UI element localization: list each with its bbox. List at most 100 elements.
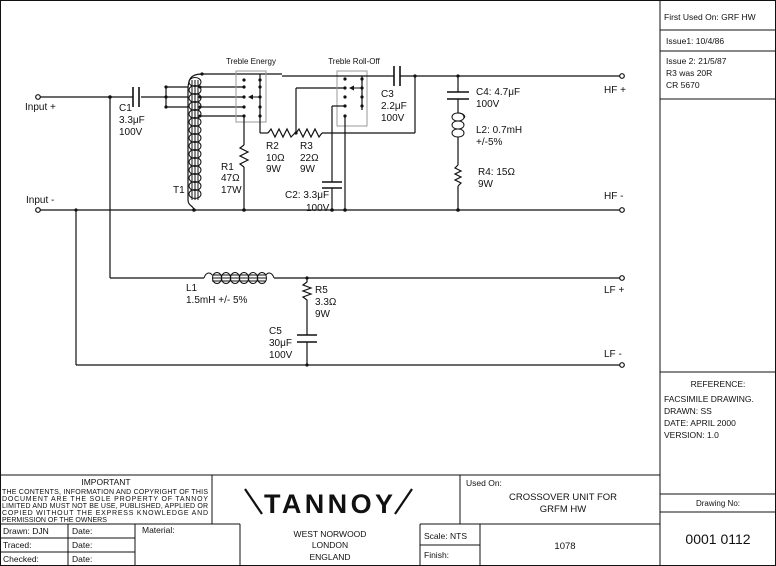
date-label: Date:: [72, 526, 92, 536]
important-line: LIMITED AND MUST NOT BE USE, PUBLISHED, …: [2, 503, 208, 510]
important-line: PERMISSION OF THE OWNERS: [2, 517, 107, 524]
c1-voltage: 100V: [119, 127, 143, 138]
c3-value: 2.2μF: [381, 101, 407, 112]
tannoy-logo: TANNOY: [244, 488, 413, 519]
tannoy-wordmark: TANNOY: [264, 489, 394, 519]
r2-value: 10Ω: [266, 153, 285, 164]
first-used-on: First Used On: GRF HW: [664, 12, 756, 22]
important-line: DOCUMENT ARE THE SOLE PROPERTY OF TANNOY: [2, 496, 208, 503]
issue-2-line-1: Issue 2: 21/5/87: [666, 56, 727, 66]
important-line: THE CONTENTS, INFORMATION AND COPYRIGHT …: [2, 489, 208, 496]
title-block: IMPORTANT THE CONTENTS, INFORMATION AND …: [0, 475, 660, 566]
reference-line: DATE: APRIL 2000: [664, 418, 736, 428]
r3-power: 9W: [300, 164, 316, 175]
r5-power: 9W: [315, 309, 331, 320]
lf-plus-terminal[interactable]: [619, 275, 625, 281]
r4-power: 9W: [478, 179, 494, 190]
c5-label: C5: [269, 326, 282, 337]
issue-2-line-3: CR 5670: [666, 80, 700, 90]
lf-minus-terminal[interactable]: [619, 362, 625, 368]
c1-value: 3.3μF: [119, 115, 145, 126]
r5-label: R5: [315, 285, 328, 296]
c2-label: C2: 3.3μF: [285, 190, 329, 201]
switch-treble-energy[interactable]: Treble Energy: [226, 57, 276, 133]
issue-1: Issue1: 10/4/86: [666, 36, 724, 46]
c2-voltage: 100V: [306, 203, 330, 214]
drawn-by: Drawn: DJN: [3, 526, 49, 536]
resistor-r1: R1 47Ω 17W: [221, 116, 250, 212]
date-label: Date:: [72, 540, 92, 550]
reference-line: VERSION: 1.0: [664, 430, 719, 440]
lf-zobel-branch: R5 3.3Ω 9W C5 30μF 100V: [269, 278, 337, 367]
c5-voltage: 100V: [269, 350, 293, 361]
r3-label: R3: [300, 141, 313, 152]
r1-power: 17W: [221, 185, 242, 196]
address-line: ENGLAND: [309, 552, 350, 562]
capacitor-c3: C3 2.2μF 100V: [381, 66, 622, 133]
lf-plus-label: LF +: [604, 285, 624, 296]
input-minus-net: Input - HF - LF -: [26, 191, 625, 368]
address-line: WEST NORWOOD: [294, 529, 367, 539]
treble-energy-label: Treble Energy: [226, 57, 276, 66]
r3-value: 22Ω: [300, 153, 319, 164]
used-on-line: CROSSOVER UNIT FOR: [509, 492, 617, 503]
l1-value: 1.5mH +/- 5%: [186, 295, 248, 306]
reference-line: DRAWN: SS: [664, 406, 712, 416]
c5-value: 30μF: [269, 338, 292, 349]
finish: Finish:: [424, 550, 449, 560]
scale: Scale: NTS: [424, 531, 467, 541]
r4-label: R4: 15Ω: [478, 167, 515, 178]
c4-voltage: 100V: [476, 99, 500, 110]
input-plus-net: Input +: [25, 94, 204, 279]
r5-value: 3.3Ω: [315, 297, 337, 308]
used-on-line: GRFM HW: [540, 504, 586, 515]
used-on-label: Used On:: [466, 478, 502, 488]
address-line: LONDON: [312, 540, 348, 550]
switch-treble-rolloff[interactable]: Treble Roll-Off: [282, 57, 390, 212]
material-label: Material:: [142, 525, 175, 535]
input-minus-terminal[interactable]: [35, 207, 41, 213]
reference-heading: REFERENCE:: [691, 379, 746, 389]
hf-minus-label: HF -: [604, 191, 623, 202]
r2-power: 9W: [266, 164, 282, 175]
issue-2-line-2: R3 was 20R: [666, 68, 712, 78]
traced-by: Traced:: [3, 540, 32, 550]
l1-label: L1: [186, 283, 198, 294]
resistors-r2-r3: R2 10Ω 9W R3 22Ω 9W: [260, 87, 415, 175]
r1-value: 47Ω: [221, 173, 240, 184]
l2-tolerance: +/-5%: [476, 137, 503, 148]
drawing-number: 0001 0112: [685, 531, 750, 547]
r2-label: R2: [266, 141, 279, 152]
l2-label: L2: 0.7mH: [476, 125, 522, 136]
input-plus-terminal[interactable]: [35, 94, 41, 100]
c3-voltage: 100V: [381, 113, 405, 124]
hf-zobel-branch: C4: 4.7μF 100V L2: 0.7mH +/-5% R4: 15Ω 9…: [447, 74, 522, 212]
drawing-no-label: Drawing No:: [696, 499, 740, 508]
reference-panel: REFERENCE: FACSIMILE DRAWING. DRAWN: SS …: [660, 371, 776, 440]
important-line: COPIED WITHOUT THE EXPRESS KNOWLEDGE AND: [2, 510, 208, 517]
inductor-l1: LF + L1 1.5mH +/- 5%: [186, 272, 625, 306]
transformer-t1: T1: [164, 72, 282, 212]
checked-by: Checked:: [3, 554, 39, 564]
capacitor-c2: C2: 3.3μF 100V: [285, 181, 342, 214]
c1-label: C1: [119, 103, 132, 114]
hf-plus-label: HF +: [604, 85, 626, 96]
date-label: Date:: [72, 554, 92, 564]
capacitor-c1: C1 3.3μF 100V: [119, 87, 145, 138]
treble-rolloff-label: Treble Roll-Off: [328, 57, 380, 66]
reference-line: FACSIMILE DRAWING.: [664, 394, 754, 404]
drawing-number-panel: Drawing No: 0001 0112: [660, 493, 776, 547]
lf-minus-label: LF -: [604, 349, 622, 360]
t1-label: T1: [173, 185, 185, 196]
r1-label: R1: [221, 162, 234, 173]
hf-minus-terminal[interactable]: [619, 207, 625, 213]
schematic: Input + C1 3.3μF 100V: [25, 57, 626, 368]
revision-panel: First Used On: GRF HW Issue1: 10/4/86 Is…: [660, 12, 776, 100]
hf-plus-terminal[interactable]: [619, 73, 625, 79]
input-plus-label: Input +: [25, 102, 56, 113]
important-heading: IMPORTANT: [81, 477, 130, 487]
c4-label: C4: 4.7μF: [476, 87, 520, 98]
part-number: 1078: [554, 541, 575, 552]
c3-label: C3: [381, 89, 394, 100]
